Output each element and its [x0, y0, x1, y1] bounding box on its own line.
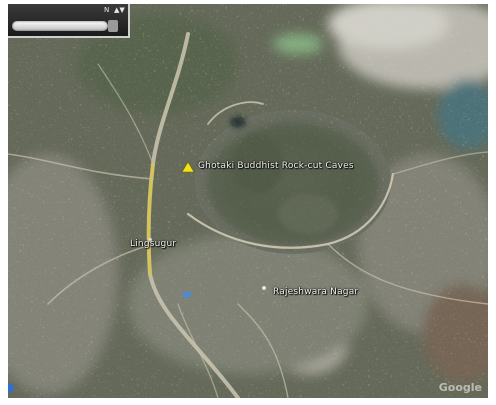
road-network [8, 32, 488, 398]
navigation-control[interactable]: N ▲▼ [8, 4, 130, 38]
place-label-nagar[interactable]: Rajeshwara Nagar [273, 287, 359, 297]
zoom-slider-track[interactable] [12, 21, 108, 31]
yellow-pin-icon [181, 161, 195, 173]
attribution-marker [8, 384, 13, 392]
blue-marker-icon [183, 292, 191, 297]
tilt-arrows-icon[interactable]: ▲▼ [114, 6, 125, 14]
map-watermark: Google [438, 381, 482, 394]
satellite-imagery[interactable] [8, 4, 488, 398]
satellite-map-view[interactable]: Ghotaki Buddhist Rock-cut Caves Lingsugu… [8, 4, 488, 398]
place-label-site[interactable]: Ghotaki Buddhist Rock-cut Caves [198, 161, 354, 171]
zoom-slider-handle[interactable] [108, 20, 118, 32]
highway-segment [147, 162, 155, 276]
compass-icon[interactable]: N [104, 6, 110, 14]
town-dot-icon [148, 238, 152, 242]
nagar-dot-icon [262, 286, 266, 290]
place-label-town[interactable]: Lingsugur [130, 239, 177, 249]
